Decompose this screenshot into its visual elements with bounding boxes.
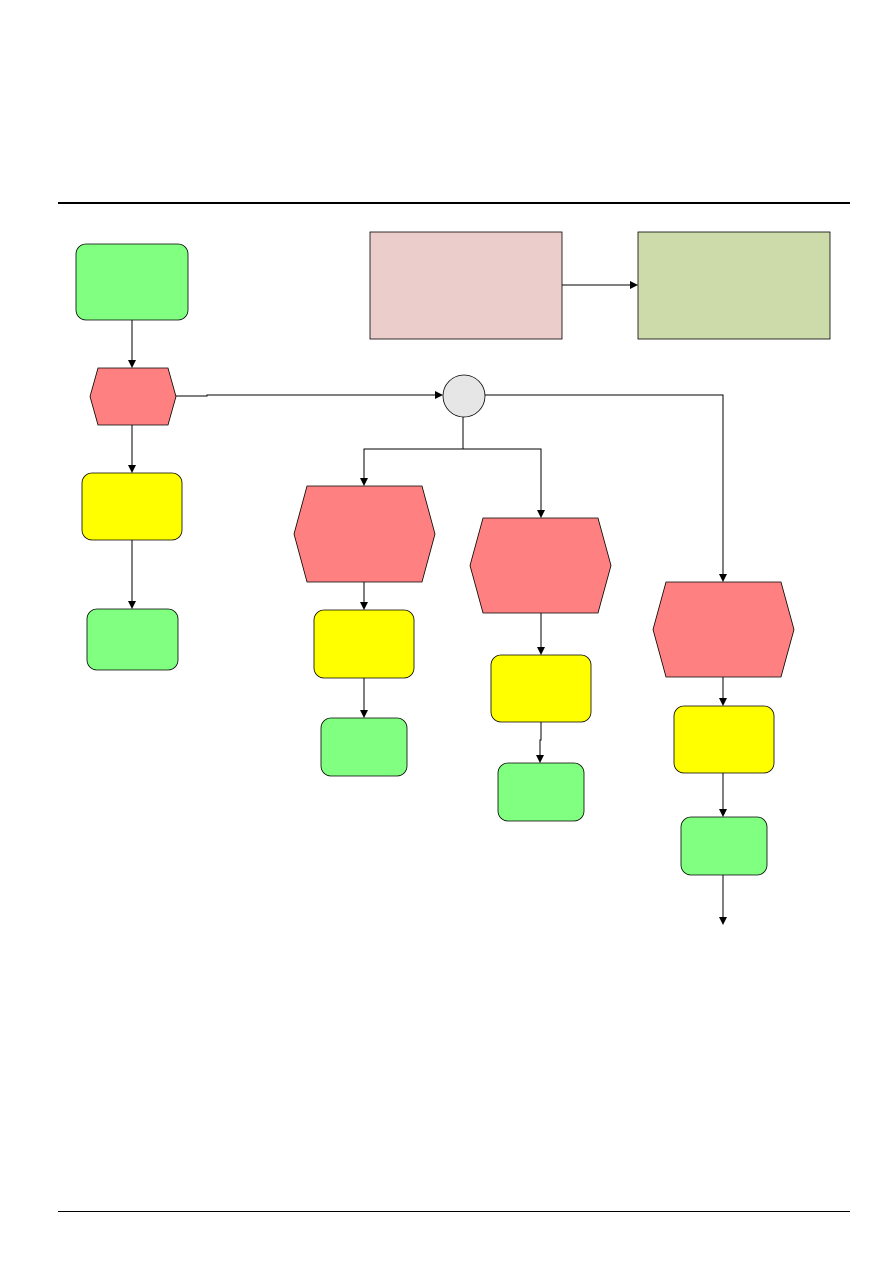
edge-connector-circle-to-decision-3 bbox=[463, 448, 545, 518]
decision-4 bbox=[652, 581, 795, 678]
process-3 bbox=[490, 654, 592, 723]
end-event-1-shape bbox=[86, 608, 179, 671]
decision-2 bbox=[293, 485, 436, 583]
decision-1 bbox=[89, 367, 177, 426]
legend-box-1 bbox=[369, 231, 563, 340]
process-2 bbox=[313, 609, 415, 679]
edge-connector-circle-to-decision-4 bbox=[485, 394, 727, 582]
end-event-2 bbox=[320, 717, 408, 777]
start-event-shape bbox=[75, 243, 189, 321]
process-2-shape bbox=[313, 609, 415, 679]
edge-decision-1-to-connector-circle bbox=[176, 391, 443, 399]
decision-4-shape bbox=[652, 581, 795, 678]
end-event-4-shape bbox=[680, 816, 768, 876]
connector-circle bbox=[442, 374, 486, 418]
nodes-layer bbox=[75, 231, 831, 876]
footer-rule bbox=[58, 1211, 850, 1212]
decision-1-shape bbox=[89, 367, 177, 426]
process-4-shape bbox=[673, 705, 775, 774]
edges-layer bbox=[128, 281, 727, 925]
process-3-shape bbox=[490, 654, 592, 723]
edge-process-3-to-end-event-3 bbox=[536, 722, 544, 763]
process-1-shape bbox=[81, 472, 183, 541]
end-event-2-shape bbox=[320, 717, 408, 777]
legend-box-2 bbox=[637, 231, 831, 340]
decision-2-shape bbox=[293, 485, 436, 583]
header-rule bbox=[58, 202, 850, 204]
connector-circle-shape bbox=[442, 374, 486, 418]
decision-3 bbox=[469, 517, 612, 614]
end-event-3 bbox=[497, 762, 585, 822]
decision-3-shape bbox=[469, 517, 612, 614]
legend-box-2-shape bbox=[637, 231, 831, 340]
process-1 bbox=[81, 472, 183, 541]
edge-connector-circle-to-decision-2 bbox=[360, 417, 464, 486]
end-event-1 bbox=[86, 608, 179, 671]
end-event-3-shape bbox=[497, 762, 585, 822]
legend-box-1-shape bbox=[369, 231, 563, 340]
end-event-4 bbox=[680, 816, 768, 876]
start-event bbox=[75, 243, 189, 321]
process-4 bbox=[673, 705, 775, 774]
